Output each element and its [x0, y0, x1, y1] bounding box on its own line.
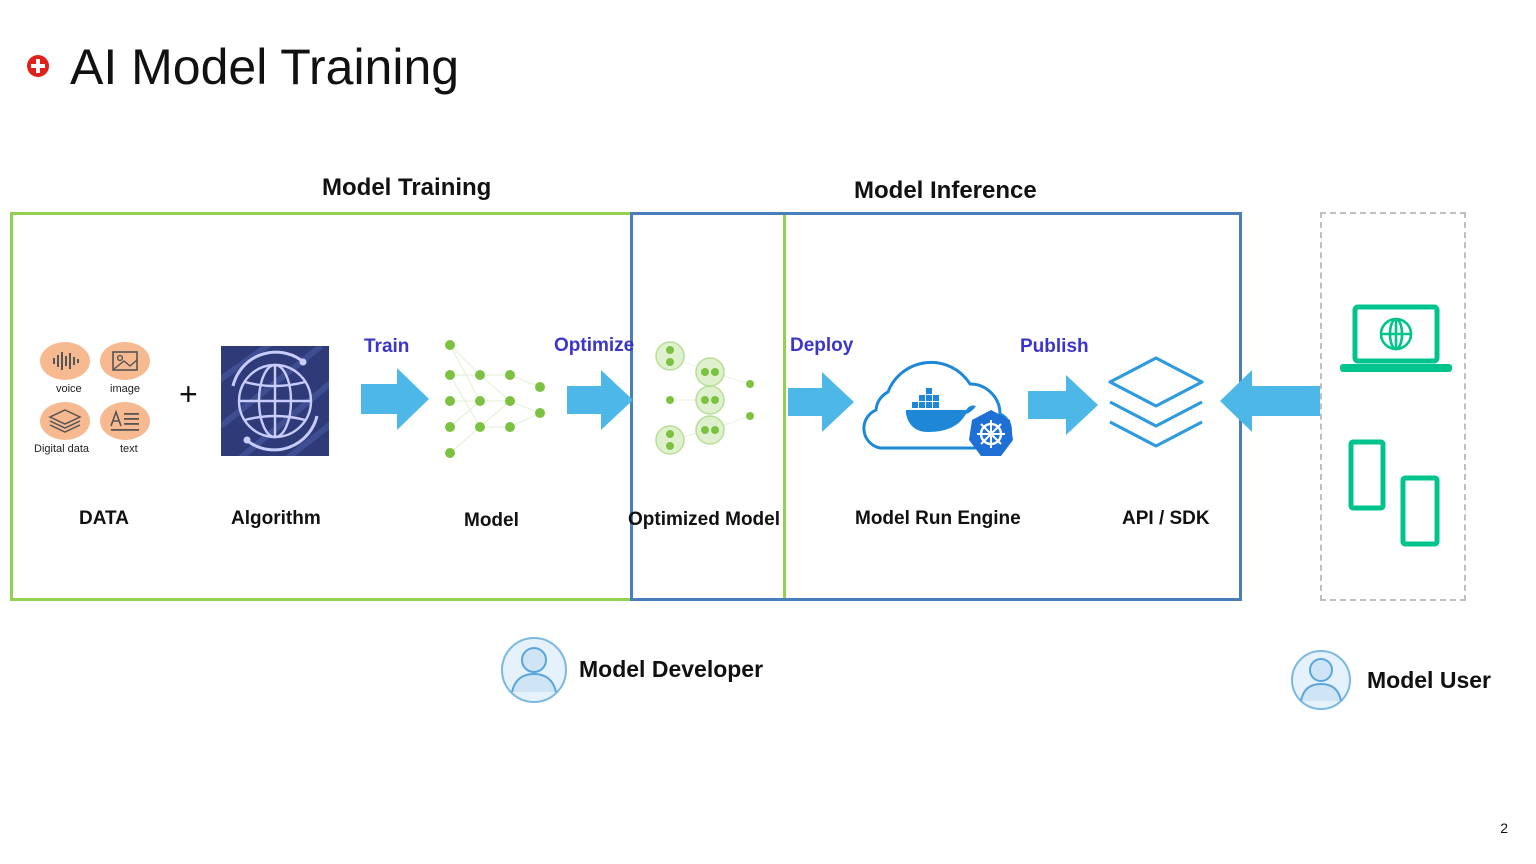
- globe-algorithm-icon: [221, 346, 329, 456]
- developer-avatar-icon: [501, 637, 567, 703]
- layers-api-icon: [1108, 356, 1204, 448]
- model-user-label: Model User: [1367, 667, 1491, 693]
- deploy-arrow-icon: [788, 372, 854, 432]
- data-step-label: DATA: [79, 508, 129, 529]
- publish-label: Publish: [1020, 336, 1089, 357]
- image-label: image: [110, 383, 140, 395]
- mobile-devices-icon: [1348, 439, 1440, 547]
- image-data-icon: [100, 342, 150, 380]
- user-avatar-icon: [1291, 650, 1351, 710]
- section-title-training: Model Training: [322, 174, 492, 201]
- model-step-label: Model: [464, 510, 519, 531]
- run-engine-step-label: Model Run Engine: [855, 508, 1021, 529]
- neural-network-model-icon: [445, 340, 545, 458]
- page-title: AI Model Training: [70, 39, 460, 95]
- deploy-label: Deploy: [790, 335, 854, 356]
- section-title-inference: Model Inference: [854, 177, 1037, 204]
- user-devices-box: [1320, 212, 1466, 601]
- voice-label: voice: [56, 383, 82, 395]
- train-arrow-icon: [361, 368, 429, 430]
- digital-data-label: Digital data: [34, 443, 90, 455]
- optimize-arrow-icon: [567, 370, 633, 430]
- plus-circle-icon: [27, 55, 49, 77]
- optimized-model-step-label: Optimized Model: [628, 509, 780, 530]
- optimized-model-icon: [655, 341, 754, 455]
- page-number: 2: [1500, 820, 1508, 836]
- user-access-arrow-icon: [1220, 370, 1320, 432]
- optimize-label: Optimize: [554, 335, 635, 356]
- plus-sign: +: [179, 376, 198, 412]
- publish-arrow-icon: [1028, 375, 1098, 435]
- training-box: [10, 212, 786, 601]
- api-sdk-step-label: API / SDK: [1122, 508, 1210, 529]
- laptop-globe-icon: [1340, 304, 1452, 372]
- digital-data-icon: [40, 402, 90, 440]
- text-label: text: [120, 443, 138, 455]
- text-data-icon: [100, 402, 150, 440]
- voice-data-icon: [40, 342, 90, 380]
- algorithm-step-label: Algorithm: [231, 508, 321, 529]
- train-label: Train: [364, 336, 410, 357]
- cloud-docker-kubernetes-icon: [862, 360, 1013, 456]
- model-developer-label: Model Developer: [579, 656, 764, 682]
